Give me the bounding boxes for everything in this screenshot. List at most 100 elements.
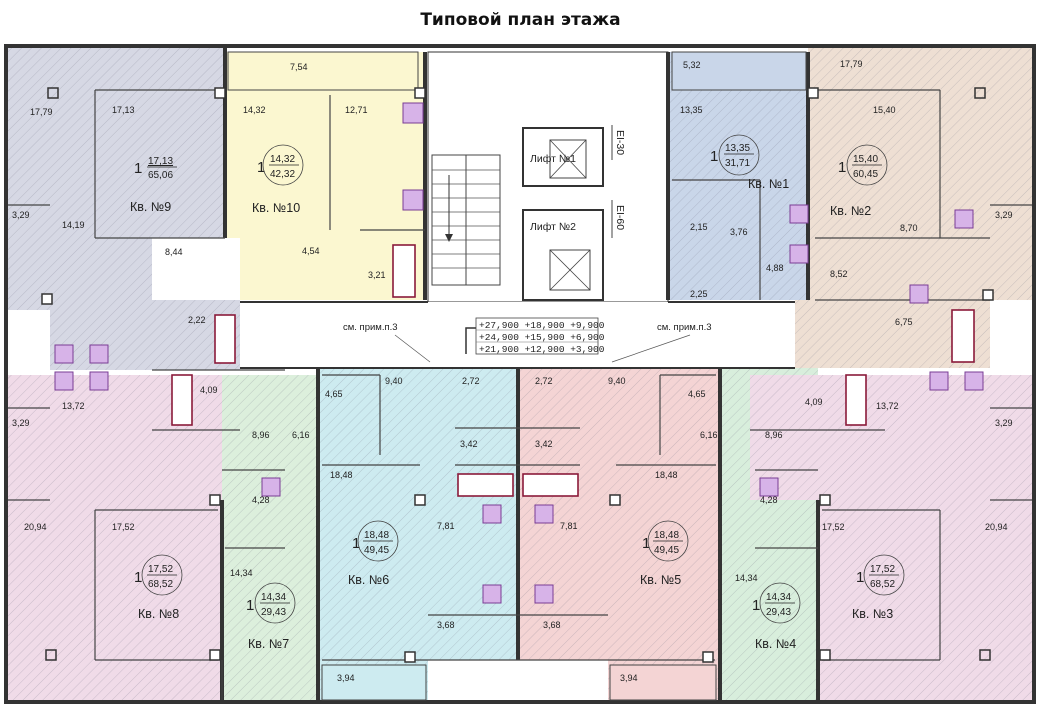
room-area: 3,68 [437,620,455,630]
room-area-labels: 7,54 14,32 12,71 4,54 3,21 17,79 17,13 3… [12,59,1013,683]
apartment-7-living: 14,34 [261,592,286,603]
apartment-1-rooms: 1 [710,148,718,165]
apartment-4-total: 29,43 [766,607,791,618]
apartment-8-area [8,375,285,700]
apartment-8-total: 68,52 [148,579,173,590]
apartment-4-living: 14,34 [766,592,791,603]
fixtures [54,102,984,604]
apartment-2-label: 1 15,40 60,45 Кв. №2 [830,144,888,218]
apartment-1-total: 31,71 [725,158,750,169]
room-area: 7,54 [290,62,308,72]
room-area: 14,32 [243,105,266,115]
lift-2-label: Лифт №2 [530,221,576,233]
apartment-3-area [750,375,1032,700]
apartment-5-area [518,368,720,700]
room-area: 3,42 [535,439,553,449]
apartment-3-label: 1 17,52 68,52 Кв. №3 [852,554,905,621]
note-left: см. прим.п.3 [343,322,398,333]
fire-rating-ei30: EI-30 [614,130,626,155]
room-area: 20,94 [985,522,1008,532]
room-area: 2,22 [188,315,206,325]
room-area: 13,35 [680,105,703,115]
stair-lift-core: Лифт №1 Лифт №2 EI-30 EI-60 [427,51,669,303]
room-area: 3,68 [543,620,561,630]
room-area: 2,15 [690,222,708,232]
room-area: 9,40 [608,376,626,386]
room-area: 8,70 [900,223,918,233]
apartment-6-rooms: 1 [352,535,360,552]
room-area: 4,28 [760,495,778,505]
room-area: 14,34 [735,573,758,583]
room-area: 3,29 [12,418,30,428]
room-area: 14,34 [230,568,253,578]
room-area: 8,52 [830,269,848,279]
apartment-1-living: 13,35 [725,143,750,154]
lift-2: Лифт №2 [522,209,604,301]
room-area: 4,09 [200,385,218,395]
apartment-6-total: 49,45 [364,545,389,556]
room-area: 12,71 [345,105,368,115]
apartment-3-rooms: 1 [856,569,864,586]
apartment-2-rooms: 1 [838,159,846,176]
apartment-4-rooms: 1 [752,597,760,614]
apartment-9-label: 1 17,13 65,06 Кв. №9 [130,156,177,214]
apartment-4-name: Кв. №4 [755,637,796,651]
room-area: 4,09 [805,397,823,407]
room-area: 3,94 [337,673,355,683]
room-area: 13,72 [62,401,85,411]
apartment-7-name: Кв. №7 [248,637,289,651]
apartment-3-living: 17,52 [870,564,895,575]
room-area: 3,29 [995,210,1013,220]
apartment-5-label: 1 18,48 49,45 Кв. №5 [640,520,689,587]
apartment-10-rooms: 1 [257,159,265,176]
room-area: 7,81 [560,521,578,531]
lift-1: Лифт №1 [522,127,604,187]
note-right: см. прим.п.3 [657,322,712,333]
room-area: 15,40 [873,105,896,115]
apartment-9-rooms: 1 [134,160,142,177]
room-area: 2,72 [535,376,553,386]
room-area: 4,65 [325,389,343,399]
room-area: 17,52 [112,522,135,532]
plan-title: Типовой план этажа [420,10,621,30]
room-area: 2,72 [462,376,480,386]
room-area: 6,16 [700,430,718,440]
apartment-9-area [8,48,240,370]
apartment-7-total: 29,43 [261,607,286,618]
room-area: 18,48 [330,470,353,480]
apartment-1-label: 1 13,35 31,71 Кв. №1 [710,134,789,191]
room-area: 3,29 [12,210,30,220]
apartment-2-total: 60,45 [853,169,878,180]
apartment-8-name: Кв. №8 [138,607,179,621]
apartment-6-area [318,368,518,700]
lift-1-label: Лифт №1 [530,153,576,165]
apartment-10-area [225,52,425,300]
elevation-marks: +27,900 +18,900 +9,900 +24,900 +15,900 +… [475,317,605,355]
apartment-2-name: Кв. №2 [830,204,871,218]
apartment-9-living: 17,13 [148,156,173,167]
apartment-6-name: Кв. №6 [348,573,389,587]
room-area: 8,96 [765,430,783,440]
apartment-10-label: 1 14,32 42,32 Кв. №10 [252,144,304,215]
room-area: 8,96 [252,430,270,440]
structural-columns [41,87,994,663]
apartment-8-rooms: 1 [134,569,142,586]
room-area: 14,19 [62,220,85,230]
apartment-7-area [222,375,318,700]
apartment-5-name: Кв. №5 [640,573,681,587]
apartment-6-living: 18,48 [364,530,389,541]
room-area: 6,75 [895,317,913,327]
room-area: 4,65 [688,389,706,399]
apartment-10-name: Кв. №10 [252,201,300,215]
apartment-9-total: 65,06 [148,170,173,181]
apartment-5-rooms: 1 [642,535,650,552]
staircase [431,154,501,286]
room-area: 8,44 [165,247,183,257]
elevation-row-2: +24,900 +15,900 +6,900 [479,332,605,343]
room-area: 18,48 [655,470,678,480]
room-area: 3,42 [460,439,478,449]
apartment-10-living: 14,32 [270,154,295,165]
fire-rating-ei60: EI-60 [614,205,626,230]
apartment-1-area [668,52,808,300]
room-area: 13,72 [876,401,899,411]
